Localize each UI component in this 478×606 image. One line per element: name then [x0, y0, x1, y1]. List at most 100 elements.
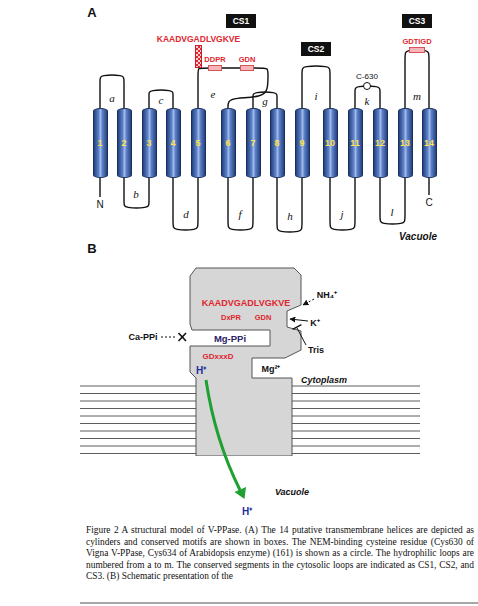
loop-letter: m — [413, 90, 421, 102]
motif-text: Mg²⁺ — [262, 362, 281, 375]
motif-text: GDN — [239, 55, 256, 64]
loop-line — [100, 75, 124, 108]
loop-letter: c — [159, 94, 164, 106]
loop-line — [302, 66, 330, 108]
motif-text: DxPR — [221, 313, 241, 322]
proton-path-arrow — [206, 380, 240, 490]
motif-text: KAADVGADLVGKVE — [202, 298, 290, 308]
loop-letter: i — [314, 90, 317, 102]
helix-cylinder: 12 — [373, 108, 388, 178]
loop-line — [330, 178, 355, 230]
block-cross — [179, 333, 187, 341]
figure-label: K⁺ — [310, 316, 320, 329]
helix-cylinder: 13 — [398, 108, 413, 178]
activation-arrow — [303, 299, 314, 305]
loop-line — [149, 90, 173, 108]
loop-letter: g — [262, 95, 268, 107]
c-terminus-tail — [428, 176, 429, 195]
helix-number: 9 — [296, 109, 309, 177]
loop-line — [124, 178, 149, 208]
helix-cylinder: 14 — [422, 108, 437, 178]
helix-number: 11 — [349, 109, 362, 177]
conserved-segment-box: CS3 — [402, 14, 432, 28]
figure-label: Vacuole — [399, 231, 437, 242]
block-cross — [179, 333, 187, 341]
helix-number: 6 — [222, 109, 235, 177]
loop-letter: a — [109, 92, 115, 104]
helix-cylinder: 9 — [295, 108, 310, 178]
inhibition-line — [297, 328, 306, 345]
loop-letter: f — [238, 208, 241, 220]
helix-cylinder: 2 — [117, 108, 132, 178]
loop-line — [198, 68, 268, 108]
loop-letter: d — [183, 208, 189, 220]
figure-label: N — [96, 199, 103, 210]
helix-cylinder: 6 — [221, 108, 236, 178]
motif-text: GDTIGD — [402, 37, 431, 46]
loop-line — [253, 92, 277, 108]
loop-letter: b — [133, 188, 139, 200]
figure-label: C — [425, 197, 432, 208]
loop-letter: e — [211, 88, 216, 100]
helix-number: 5 — [192, 109, 205, 177]
figure-label: A — [87, 5, 96, 20]
helix-number: 12 — [374, 109, 387, 177]
helix-cylinder: 11 — [348, 108, 363, 178]
enzyme-body: KAADVGADLVGKVE DxPR GDN Mg-PPiGDxxxD H⁺ Mg²⁺ — [188, 266, 303, 456]
helix-number: 4 — [167, 109, 180, 177]
inhibition-bar — [293, 325, 302, 330]
motif-box: KAADVGADLVGKVE — [195, 45, 202, 68]
enzyme-outline — [188, 266, 303, 456]
loop-line — [405, 50, 429, 108]
helix-cylinder: 5 — [191, 108, 206, 178]
helix-cylinder: 4 — [166, 108, 181, 178]
activation-arrow — [290, 319, 308, 321]
helix-number: 14 — [423, 109, 436, 177]
motif-box: GDN — [240, 65, 254, 71]
helix-number: 10 — [324, 109, 337, 177]
helix-number: 3 — [143, 109, 156, 177]
loop-letter: l — [390, 206, 393, 218]
motif-box: GDTIGD — [409, 47, 425, 53]
figure-label: B — [87, 241, 96, 256]
helix-number: 1 — [94, 109, 107, 177]
n-terminus-tail — [99, 176, 100, 197]
helix-number: 2 — [118, 109, 131, 177]
helix-cylinder: 1 — [93, 108, 108, 178]
helix-cylinder: 10 — [323, 108, 338, 178]
helix-cylinder: 8 — [270, 108, 285, 178]
figure-label: H⁺ — [242, 504, 252, 518]
motif-text: GDN — [255, 313, 272, 322]
conserved-segment-box: CS2 — [301, 42, 331, 56]
segment-name: CS1 — [226, 14, 256, 28]
conserved-segment-box: CS1 — [226, 14, 256, 28]
segment-name: CS2 — [301, 42, 331, 56]
loop-line — [277, 178, 302, 232]
figure-label: NH₄⁺ — [317, 288, 337, 301]
helix-number: 8 — [271, 109, 284, 177]
figure-label: Cytoplasm — [301, 375, 347, 385]
motif-text: H⁺ — [196, 363, 206, 377]
figure-label: Tris — [308, 345, 324, 355]
loop-letter: j — [340, 208, 343, 220]
motif-text: GDxxxD — [202, 352, 233, 361]
motif-box: DDPR — [208, 65, 222, 71]
figure-label: Vacuole — [275, 487, 309, 497]
loop-letter: k — [365, 95, 370, 107]
segment-name: CS3 — [402, 14, 432, 28]
loop-line — [380, 178, 405, 224]
enzyme-shape — [190, 268, 301, 456]
cysteine-circle: C-630 — [363, 82, 371, 90]
loop-line — [228, 178, 253, 230]
motif-text: Mg-PPi — [214, 333, 246, 344]
helix-cylinder: 7 — [246, 108, 261, 178]
motif-text: DDPR — [204, 55, 225, 64]
motif-text: KAADVGADLVGKVE — [157, 34, 240, 44]
helix-number: 13 — [399, 109, 412, 177]
helix-number: 7 — [247, 109, 260, 177]
loop-line — [173, 178, 198, 230]
dashed-line — [161, 337, 177, 338]
motif-text: C-630 — [356, 72, 378, 81]
